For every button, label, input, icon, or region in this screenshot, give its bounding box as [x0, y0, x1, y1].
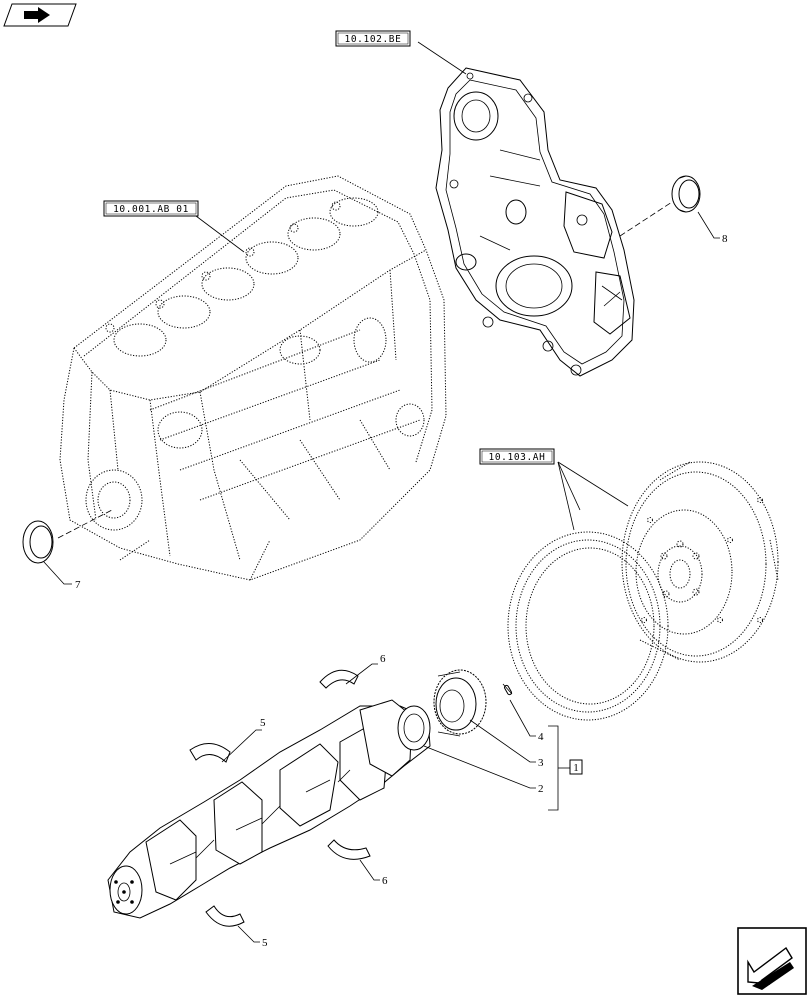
navigation-arrow-icon[interactable]: [3, 3, 77, 27]
flywheel: [621, 461, 779, 663]
ref-engine-block[interactable]: 10.001.AB 01: [103, 200, 199, 217]
callout-6-lower: 6: [382, 875, 388, 887]
woodruff-key: [502, 683, 513, 696]
ref-timing-cover-label: 10.102.BE: [345, 34, 402, 45]
ring-gear: [507, 531, 669, 721]
main-bearing-shell-lower-right: [327, 839, 371, 860]
callout-7: 7: [75, 579, 81, 591]
main-bearing-shell-upper: [319, 669, 359, 689]
callout-4: 4: [538, 731, 544, 743]
next-page-arrow-icon[interactable]: [737, 927, 807, 995]
callout-6-upper: 6: [380, 653, 386, 665]
crankshaft: [107, 699, 431, 919]
engine-block: [59, 175, 447, 581]
main-bearing-shell-left: [189, 743, 231, 763]
callout-2: 2: [538, 783, 544, 795]
timing-cover: [435, 67, 635, 377]
front-oil-seal: [22, 520, 54, 564]
ref-timing-cover[interactable]: 10.102.BE: [335, 30, 411, 47]
callout-1: 1: [573, 762, 579, 774]
crankshaft-gear: [433, 669, 487, 737]
ref-engine-block-label: 10.001.AB 01: [113, 204, 189, 215]
callout-8: 8: [722, 233, 728, 245]
main-bearing-shell-lower-left: [205, 905, 245, 927]
ref-flywheel-label: 10.103.AH: [489, 452, 546, 463]
callout-3: 3: [538, 757, 544, 769]
rear-oil-seal: [671, 175, 701, 213]
callout-1-box[interactable]: 1: [569, 759, 583, 775]
callout-5-upper: 5: [260, 717, 266, 729]
ref-flywheel[interactable]: 10.103.AH: [479, 448, 555, 465]
callout-5-lower: 5: [262, 937, 268, 949]
leader-lines: [43, 41, 720, 943]
